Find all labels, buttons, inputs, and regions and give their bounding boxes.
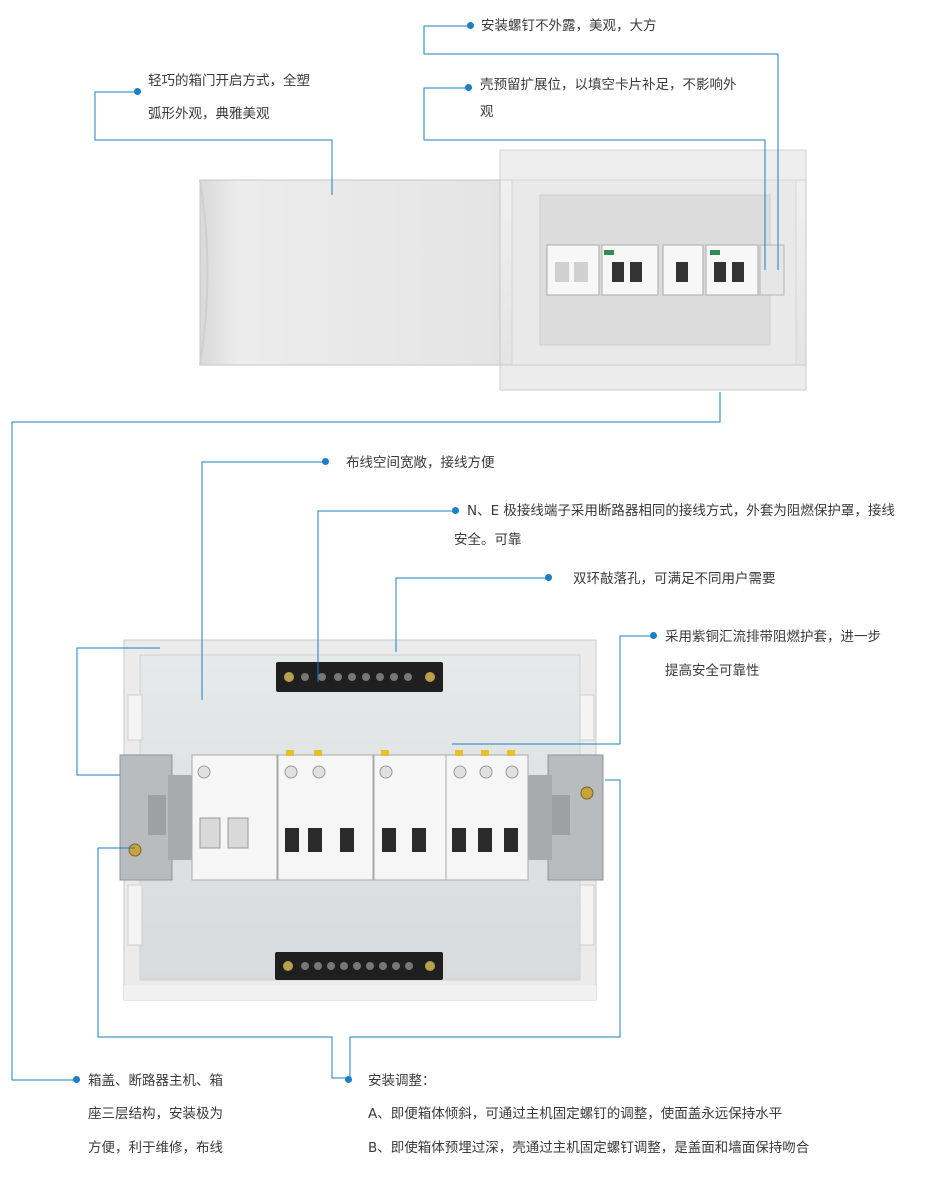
install-adjust-item-b: B、即使箱体预埋过深，壳通过主机固定螺钉调整，是盖面和墙面保持吻合 <box>368 1140 810 1156</box>
terminal-bar-top <box>276 662 443 692</box>
callout-dot-ne-terminal <box>452 507 459 514</box>
callout-busbar-line1: 采用紫铜汇流排带阻燃护套，进一步 <box>665 629 881 645</box>
callout-door-line2: 弧形外观，典雅美观 <box>148 106 270 122</box>
callout-dot-install-adjust <box>345 1076 352 1083</box>
callout-three-layer-line2: 座三层结构，安装极为 <box>88 1106 223 1122</box>
callout-dot-door <box>134 88 141 95</box>
callout-expansion-line2: 观 <box>480 104 494 120</box>
install-adjust-title: 安装调整： <box>368 1073 436 1089</box>
callout-wiring-space: 布线空间宽敞，接线方便 <box>346 455 495 471</box>
callout-busbar-line2: 提高安全可靠性 <box>665 663 760 679</box>
breaker-row-bottom <box>191 750 529 881</box>
breaker-row-top <box>546 244 785 296</box>
enclosure-open-door-illustration <box>199 149 807 391</box>
callout-ne-terminal-line2: 安全。可靠 <box>454 532 522 548</box>
callout-door-line1: 轻巧的箱门开启方式，全塑 <box>148 73 310 89</box>
callout-expansion-line1: 壳预留扩展位，以填空卡片补足，不影响外 <box>480 77 737 93</box>
callout-three-layer-line3: 方便，利于维修，布线 <box>88 1140 223 1156</box>
callout-three-layer-line1: 箱盖、断路器主机、箱 <box>88 1073 223 1089</box>
install-adjust-item-a: A、即便箱体倾斜，可通过主机固定螺钉的调整，使面盖永远保持水平 <box>368 1106 783 1122</box>
callout-screw-hidden: 安装螺钉不外露，美观，大方 <box>481 18 657 34</box>
callout-dot-busbar <box>650 632 657 639</box>
callout-dot-three-layer <box>73 1076 80 1083</box>
callout-knockout: 双环敲落孔，可满足不同用户需要 <box>573 571 776 587</box>
mounting-bracket-left <box>119 754 173 881</box>
callout-dot-screw <box>467 22 474 29</box>
callout-dot-expansion <box>465 84 472 91</box>
mounting-bracket-right <box>547 754 604 881</box>
callout-dot-wiring-space <box>322 458 329 465</box>
callout-dot-knockout <box>545 574 552 581</box>
callout-ne-terminal-line1: N、E 极接线端子采用断路器相同的接线方式，外套为阻燃保护罩，接线 <box>467 503 895 519</box>
terminal-bar-bottom <box>275 952 443 980</box>
enclosure-interior-illustration <box>119 639 604 1001</box>
